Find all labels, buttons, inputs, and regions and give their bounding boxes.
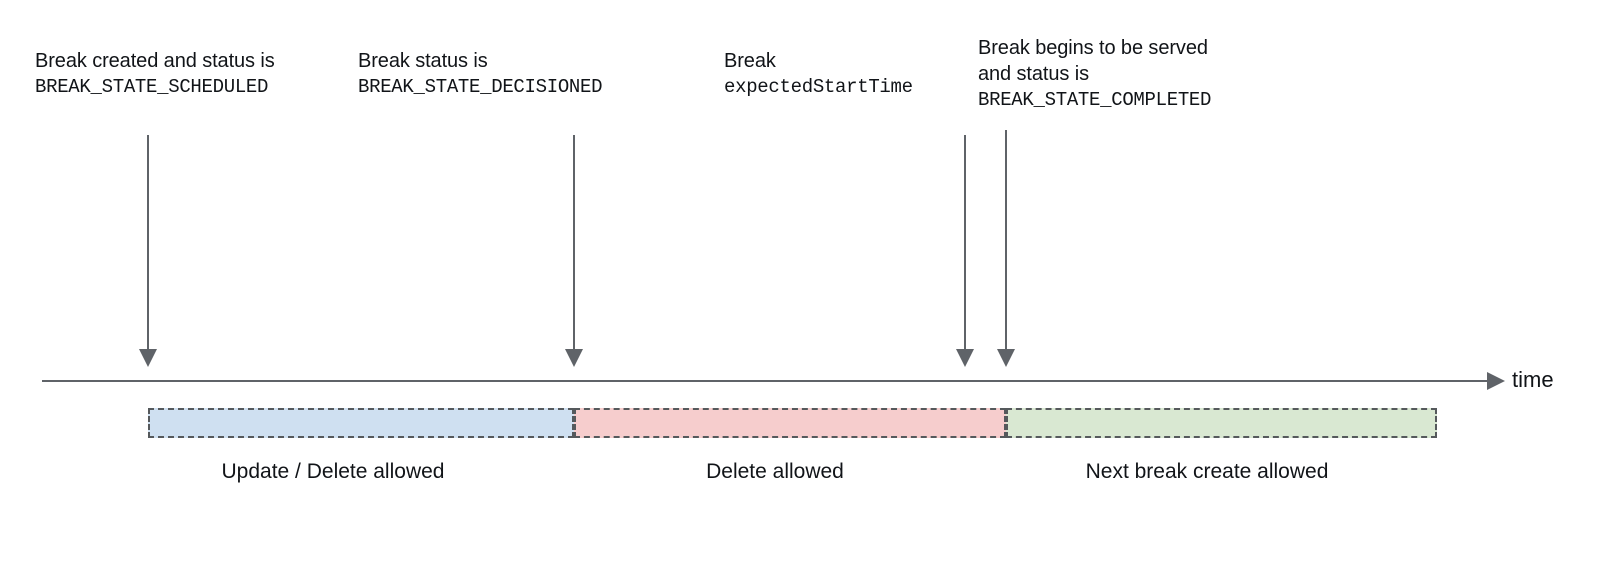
annotation-line: expectedStartTime (724, 76, 913, 98)
annotation-line: and status is (978, 63, 1089, 85)
annotation-completed: Break begins to be served and status is BR… (978, 35, 1211, 113)
annotation-decisioned: Break status is BREAK_STATE_DECISIONED (358, 48, 603, 100)
annotation-line: BREAK_STATE_DECISIONED (358, 76, 603, 98)
annotation-arrowhead-icon (565, 349, 583, 367)
time-axis-arrowhead-icon (1487, 372, 1505, 390)
annotation-line: Break created and status is (35, 50, 275, 72)
annotation-scheduled: Break created and status is BREAK_STATE_S… (35, 48, 275, 100)
annotation-line: BREAK_STATE_COMPLETED (978, 89, 1212, 111)
phase-bar-update-delete (148, 408, 574, 438)
annotation-arrow-shaft (573, 135, 575, 349)
phase-bar-delete (574, 408, 1006, 438)
annotation-arrowhead-icon (997, 349, 1015, 367)
annotation-line: BREAK_STATE_SCHEDULED (35, 76, 269, 98)
annotation-expected-start-time: Break expectedStartTime (724, 48, 913, 100)
phase-caption-delete: Delete allowed (706, 460, 844, 483)
annotation-arrow-shaft (964, 135, 966, 349)
phase-caption-update-delete: Update / Delete allowed (221, 460, 445, 483)
annotation-line: Break begins to be served (978, 37, 1208, 59)
phase-bar-next-break-create (1006, 408, 1437, 438)
annotation-line: Break status is (358, 50, 488, 72)
time-axis-label: time (1512, 367, 1554, 392)
annotation-line: Break (724, 50, 776, 72)
annotation-arrowhead-icon (139, 349, 157, 367)
annotation-arrowhead-icon (956, 349, 974, 367)
phase-caption-next-break-create: Next break create allowed (1085, 460, 1329, 483)
annotation-arrow-shaft (1005, 130, 1007, 349)
time-axis-line (42, 380, 1500, 382)
annotation-arrow-shaft (147, 135, 149, 349)
